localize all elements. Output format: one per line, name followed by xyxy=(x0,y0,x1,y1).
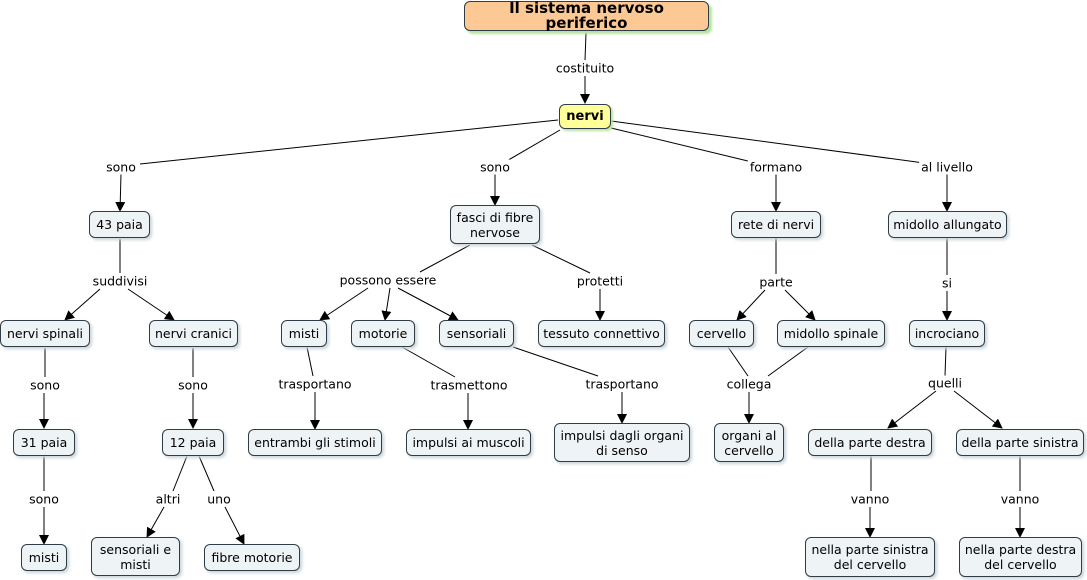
concept-cervello[interactable]: cervello xyxy=(689,320,754,347)
concept-43-paia[interactable]: 43 paia xyxy=(89,211,150,238)
link-label-sono-12: sono xyxy=(176,377,210,393)
concept-incrociano[interactable]: incrociano xyxy=(909,320,985,347)
concept-della-parte-sinistra[interactable]: della parte sinistra xyxy=(956,429,1084,456)
link-label-quelli: quelli xyxy=(926,375,964,391)
concept-sensoriali-e-misti[interactable]: sensoriali e misti xyxy=(91,537,180,576)
concept-impulsi-ai-muscoli[interactable]: impulsi ai muscoli xyxy=(406,429,531,456)
link-label-costituito: costituito xyxy=(553,60,617,76)
link-label-protetti: protetti xyxy=(574,273,626,289)
concept-midollo-spinale[interactable]: midollo spinale xyxy=(777,320,885,347)
link-label-trasportano-sensoriali: trasportano xyxy=(583,376,661,392)
concept-nervi-cranici[interactable]: nervi cranici xyxy=(149,320,238,347)
link-label-sono-misti: sono xyxy=(27,491,61,507)
link-label-si: si xyxy=(940,275,954,291)
concept-motorie[interactable]: motorie xyxy=(351,320,415,347)
concept-sensoriali[interactable]: sensoriali xyxy=(439,320,514,347)
concept-organi-al-cervello[interactable]: organi al cervello xyxy=(714,423,784,462)
link-label-trasportano-misti: trasportano xyxy=(276,376,354,392)
concept-entrambi-gli-stimoli[interactable]: entrambi gli stimoli xyxy=(248,429,382,456)
concept-rete-di-nervi[interactable]: rete di nervi xyxy=(731,211,821,238)
concept-misti-fibre[interactable]: misti xyxy=(281,320,327,347)
link-label-formano: formano xyxy=(747,159,805,175)
link-label-collega: collega xyxy=(724,376,774,392)
link-label-parte: parte xyxy=(757,274,795,290)
concept-midollo-allungato[interactable]: midollo allungato xyxy=(888,211,1007,238)
link-label-altri: altri xyxy=(153,491,183,507)
link-label-sono-43: sono xyxy=(104,159,138,175)
concept-nella-parte-destra-del-cervello[interactable]: nella parte destra del cervello xyxy=(959,537,1082,577)
link-label-sono-fasci: sono xyxy=(478,159,512,175)
concept-impulsi-dagli-organi[interactable]: impulsi dagli organi di senso xyxy=(554,423,690,462)
concept-misti-spinali[interactable]: misti xyxy=(21,544,67,571)
concept-31-paia[interactable]: 31 paia xyxy=(13,429,75,456)
link-label-al-livello: al livello xyxy=(919,159,975,175)
link-label-possono-essere: possono essere xyxy=(337,272,439,288)
link-label-uno: uno xyxy=(205,491,233,507)
link-label-vanno-destra: vanno xyxy=(848,491,892,507)
concept-tessuto-connettivo[interactable]: tessuto connettivo xyxy=(538,320,665,347)
link-label-suddivisi: suddivisi xyxy=(90,273,150,289)
concept-root[interactable]: Il sistema nervoso periferico xyxy=(464,1,709,31)
concept-nella-parte-sinistra-del-cervello[interactable]: nella parte sinistra del cervello xyxy=(805,537,935,577)
link-label-trasmettono: trasmettono xyxy=(428,377,510,393)
concept-nervi[interactable]: nervi xyxy=(559,104,611,129)
link-label-vanno-sinistra: vanno xyxy=(998,491,1042,507)
concept-fasci-di-fibre-nervose[interactable]: fasci di fibre nervose xyxy=(450,205,540,244)
concept-fibre-motorie[interactable]: fibre motorie xyxy=(204,544,300,571)
link-label-sono-31: sono xyxy=(28,377,62,393)
concept-nervi-spinali[interactable]: nervi spinali xyxy=(0,320,90,347)
concept-12-paia[interactable]: 12 paia xyxy=(162,429,224,456)
concept-della-parte-destra[interactable]: della parte destra xyxy=(808,429,932,456)
